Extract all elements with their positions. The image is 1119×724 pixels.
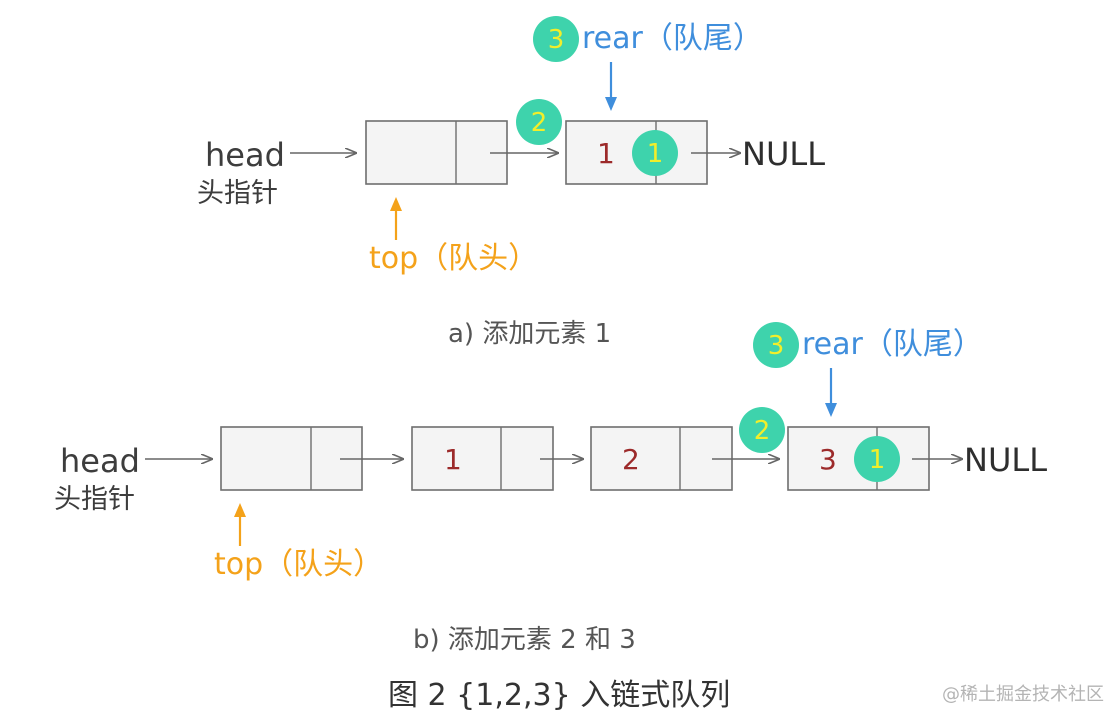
step-badge-1-text: 1 <box>647 139 664 169</box>
step-badge-3-text: 3 <box>548 25 565 55</box>
top-label: top（队头） <box>214 547 383 582</box>
head-label: head <box>60 442 140 480</box>
step-badge-3-text: 3 <box>768 331 785 361</box>
step-badge-1-text: 1 <box>869 445 886 475</box>
figure-caption: 图 2 {1,2,3} 入链式队列 <box>388 678 730 713</box>
head-label-cn: 头指针 <box>197 178 278 209</box>
head-node <box>365 120 508 185</box>
watermark: @稀土掘金技术社区 <box>942 684 1104 705</box>
step-badge-1: 1 <box>854 436 900 482</box>
node-1: 1 <box>411 426 554 491</box>
step-badge-3: 3 <box>753 322 799 368</box>
head-label: head <box>205 136 285 174</box>
step-badge-3: 3 <box>533 16 579 62</box>
step-badge-2: 2 <box>516 99 562 145</box>
step-badge-2: 2 <box>739 407 785 453</box>
diagram-b: head 头指针 1 2 3 1 <box>54 322 1047 655</box>
null-label: NULL <box>742 135 825 173</box>
head-label-cn: 头指针 <box>54 484 135 515</box>
node-value: 1 <box>597 137 615 170</box>
node-value-2: 2 <box>622 443 640 476</box>
rear-label: rear（队尾） <box>582 21 763 56</box>
top-label: top（队头） <box>369 241 538 276</box>
step-badge-1: 1 <box>632 130 678 176</box>
diagram-a: head 头指针 1 1 NULL 2 3 rear（队尾） <box>197 16 825 349</box>
caption-b: b) 添加元素 2 和 3 <box>413 625 636 655</box>
rear-label: rear（队尾） <box>802 327 983 362</box>
caption-a: a) 添加元素 1 <box>448 319 611 349</box>
node-value-3: 3 <box>819 443 837 476</box>
head-node <box>220 426 363 491</box>
step-badge-2-text: 2 <box>754 416 771 446</box>
node-2: 2 <box>590 426 733 491</box>
node-value-1: 1 <box>444 443 462 476</box>
step-badge-2-text: 2 <box>531 108 548 138</box>
null-label: NULL <box>964 441 1047 479</box>
